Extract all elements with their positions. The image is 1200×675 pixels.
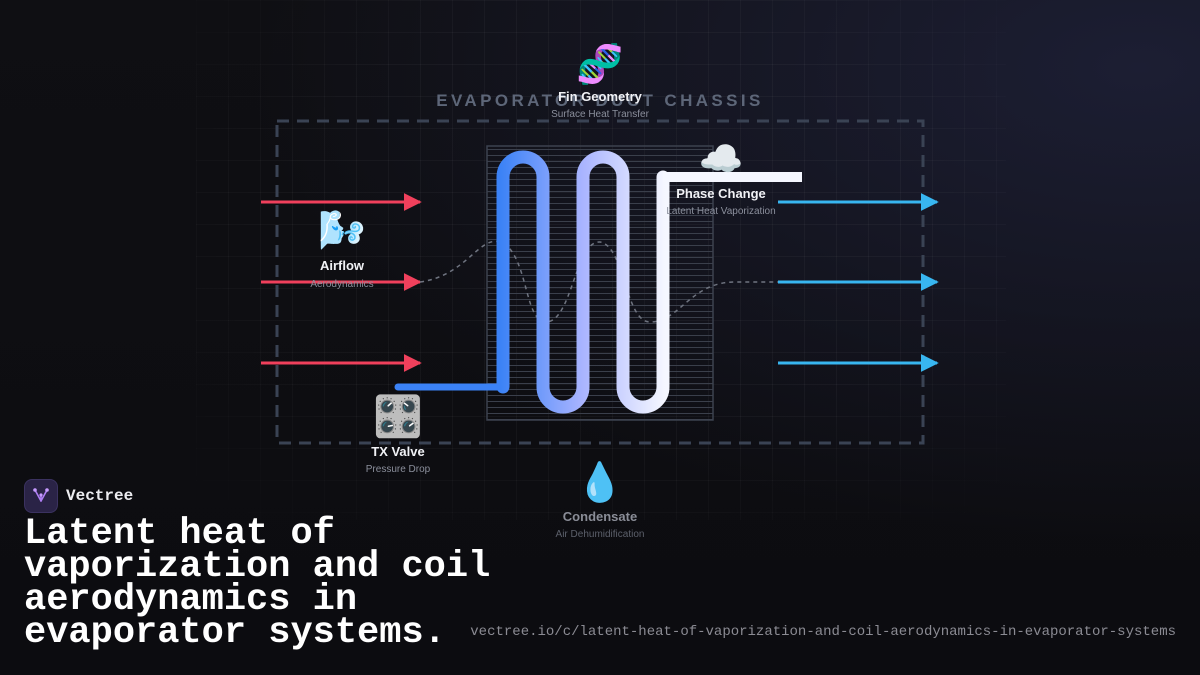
chassis-title: EVAPORATOR DUCT CHASSIS	[436, 91, 764, 110]
dna-icon: 🧬	[576, 41, 623, 87]
phase-change-subtitle: Latent Heat Vaporization	[666, 206, 775, 217]
control-knobs-icon: 🎛️	[373, 393, 423, 439]
page-url[interactable]: vectree.io/c/latent-heat-of-vaporization…	[470, 624, 1176, 640]
fin-geometry-title: Fin Geometry	[558, 89, 643, 104]
condensate-title: Condensate	[563, 509, 637, 524]
condensate-node: 💧 Condensate Air Dehumidification	[556, 460, 645, 540]
airflow-title: Airflow	[320, 258, 365, 273]
refrigerant-coil	[496, 150, 670, 414]
condensate-subtitle: Air Dehumidification	[556, 529, 645, 540]
fin-geometry-subtitle: Surface Heat Transfer	[551, 109, 649, 120]
fin-geometry-node: 🧬 Fin Geometry Surface Heat Transfer	[551, 41, 649, 120]
cloud-icon: ☁️	[699, 138, 744, 179]
cool-air-arrows	[778, 193, 939, 372]
phase-change-node: ☁️ Phase Change Latent Heat Vaporization	[666, 138, 775, 217]
brand: Vectree	[24, 479, 133, 513]
headline: Latent heat of vaporization and coil aer…	[24, 513, 491, 654]
tx-valve-title: TX Valve	[371, 444, 424, 459]
wind-face-icon: 🌬️	[318, 209, 365, 252]
phase-change-title: Phase Change	[676, 186, 766, 201]
airflow-subtitle: Aerodynamics	[310, 279, 373, 290]
vectree-logo-icon	[24, 479, 58, 513]
tx-valve-subtitle: Pressure Drop	[366, 464, 431, 475]
droplet-icon: 💧	[576, 460, 623, 504]
brand-name: Vectree	[66, 487, 134, 505]
tx-valve-node: 🎛️ TX Valve Pressure Drop	[366, 393, 431, 475]
warm-air-arrows	[261, 193, 422, 372]
fin-block	[486, 145, 714, 421]
airflow-node: 🌬️ Airflow Aerodynamics	[310, 209, 373, 290]
